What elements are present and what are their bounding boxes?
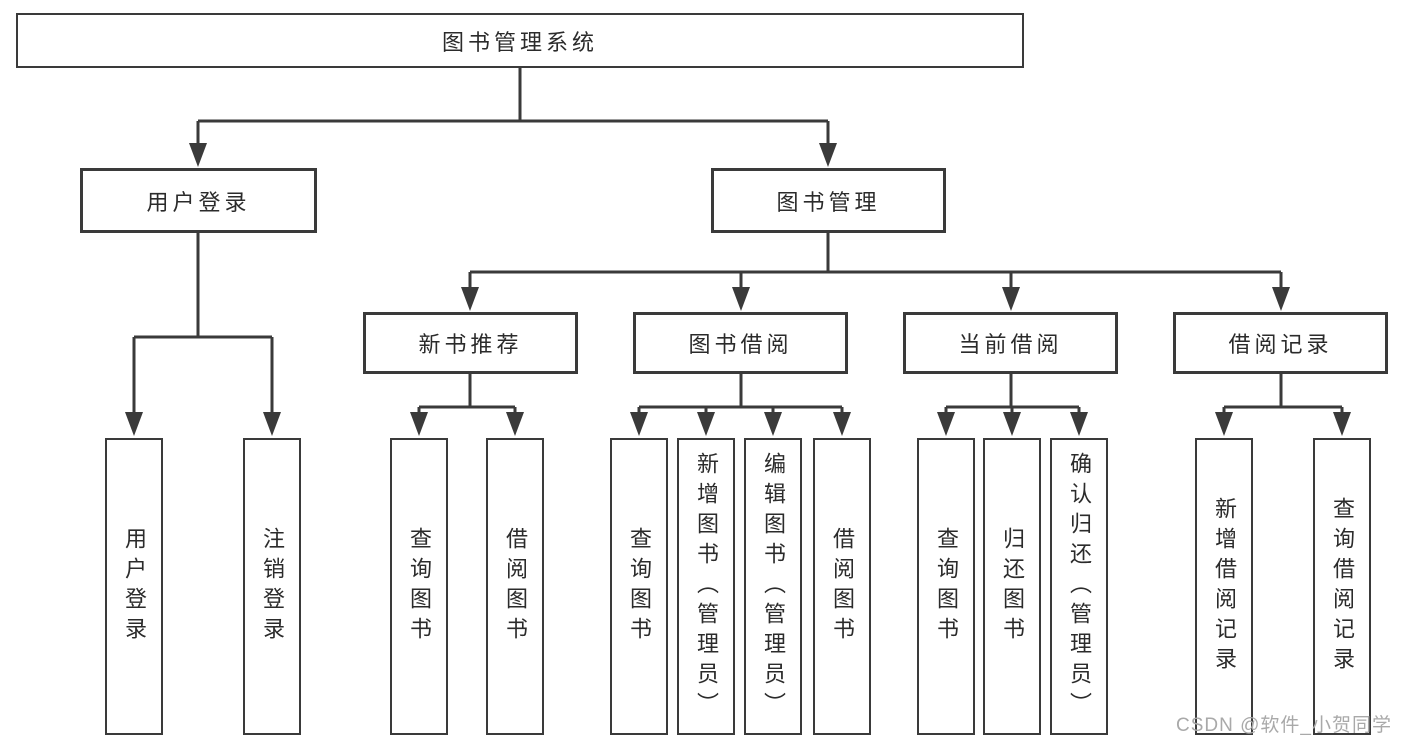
leaf-borrow-books-2: 借阅图书 [813, 438, 871, 735]
leaf-return-books: 归还图书 [983, 438, 1041, 735]
node-book-borrowing: 图书借阅 [633, 312, 848, 374]
node-current-borrowing: 当前借阅 [903, 312, 1118, 374]
node-library-management-system: 图书管理系统 [16, 13, 1024, 68]
leaf-borrow-books-1: 借阅图书 [486, 438, 544, 735]
leaf-user-login: 用户登录 [105, 438, 163, 735]
leaf-edit-books-admin: 编辑图书（管理员） [744, 438, 802, 735]
node-book-management: 图书管理 [711, 168, 946, 233]
leaf-add-borrow-record: 新增借阅记录 [1195, 438, 1253, 735]
node-borrowing-records: 借阅记录 [1173, 312, 1388, 374]
node-user-login: 用户登录 [80, 168, 317, 233]
arrowhead-icons [125, 143, 1351, 436]
leaf-query-books-1: 查询图书 [390, 438, 448, 735]
leaf-query-books-2: 查询图书 [610, 438, 668, 735]
leaf-add-books-admin: 新增图书（管理员） [677, 438, 735, 735]
leaf-query-borrow-record: 查询借阅记录 [1313, 438, 1371, 735]
leaf-logout: 注销登录 [243, 438, 301, 735]
node-new-book-recommendation: 新书推荐 [363, 312, 578, 374]
leaf-query-books-3: 查询图书 [917, 438, 975, 735]
csdn-watermark: CSDN @软件_小贺同学 [1176, 715, 1392, 736]
leaf-confirm-return-admin: 确认归还（管理员） [1050, 438, 1108, 735]
